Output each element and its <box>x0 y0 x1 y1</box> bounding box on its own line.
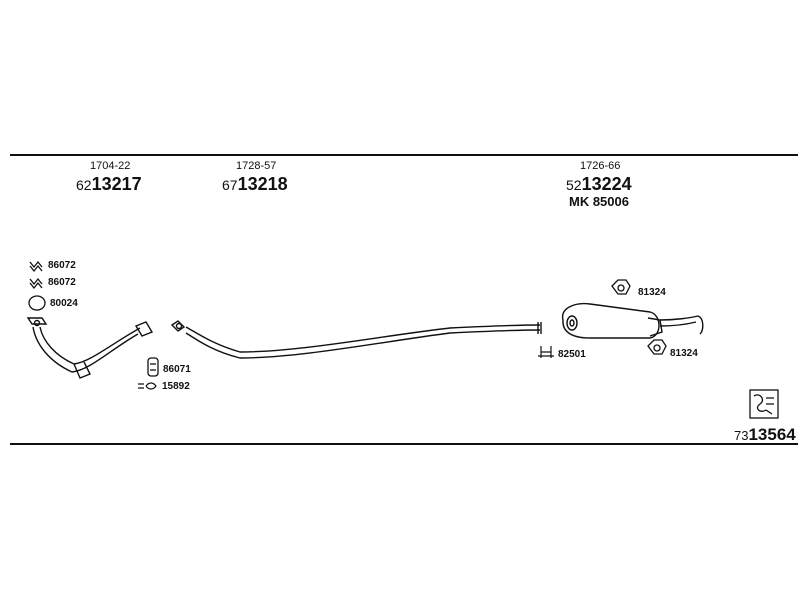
ring-icon <box>28 295 46 311</box>
kit-box-icon <box>749 389 779 419</box>
hanger-label: 81324 <box>638 287 666 298</box>
clamp-label: 15892 <box>162 381 190 392</box>
hanger-icon <box>647 339 667 355</box>
rear-muffler-kit-ref: MK 85006 <box>569 194 629 209</box>
middle-pipe-drawing <box>170 320 542 359</box>
front-pipe-ref: 1704-22 <box>90 160 131 172</box>
clamp-icon <box>138 382 157 390</box>
hanger-icon <box>611 279 631 295</box>
gasket-icon <box>29 260 43 273</box>
front-pipe-code: 6213217 <box>76 174 142 194</box>
rear-muffler-ref: 1726-66 <box>580 160 621 172</box>
rear-muffler-drawing <box>561 302 704 339</box>
rubber-mount-icon <box>147 357 159 377</box>
clamp-label: 82501 <box>558 349 586 360</box>
clamp-icon <box>538 346 554 358</box>
rear-muffler-code: 5213224 <box>566 174 632 194</box>
gasket-label: 86072 <box>48 260 76 271</box>
front-pipe-drawing <box>26 317 154 379</box>
middle-pipe-ref: 1728-57 <box>236 160 277 172</box>
gasket-label: 86072 <box>48 277 76 288</box>
gasket-icon <box>29 277 43 290</box>
complete-kit-code: 7313564 <box>734 425 796 444</box>
ring-label: 80024 <box>50 298 78 309</box>
middle-pipe-code: 6713218 <box>222 174 288 194</box>
rubber-mount-label: 86071 <box>163 364 191 375</box>
bottom-rule <box>10 443 798 445</box>
top-rule <box>10 154 798 156</box>
hanger-label: 81324 <box>670 348 698 359</box>
